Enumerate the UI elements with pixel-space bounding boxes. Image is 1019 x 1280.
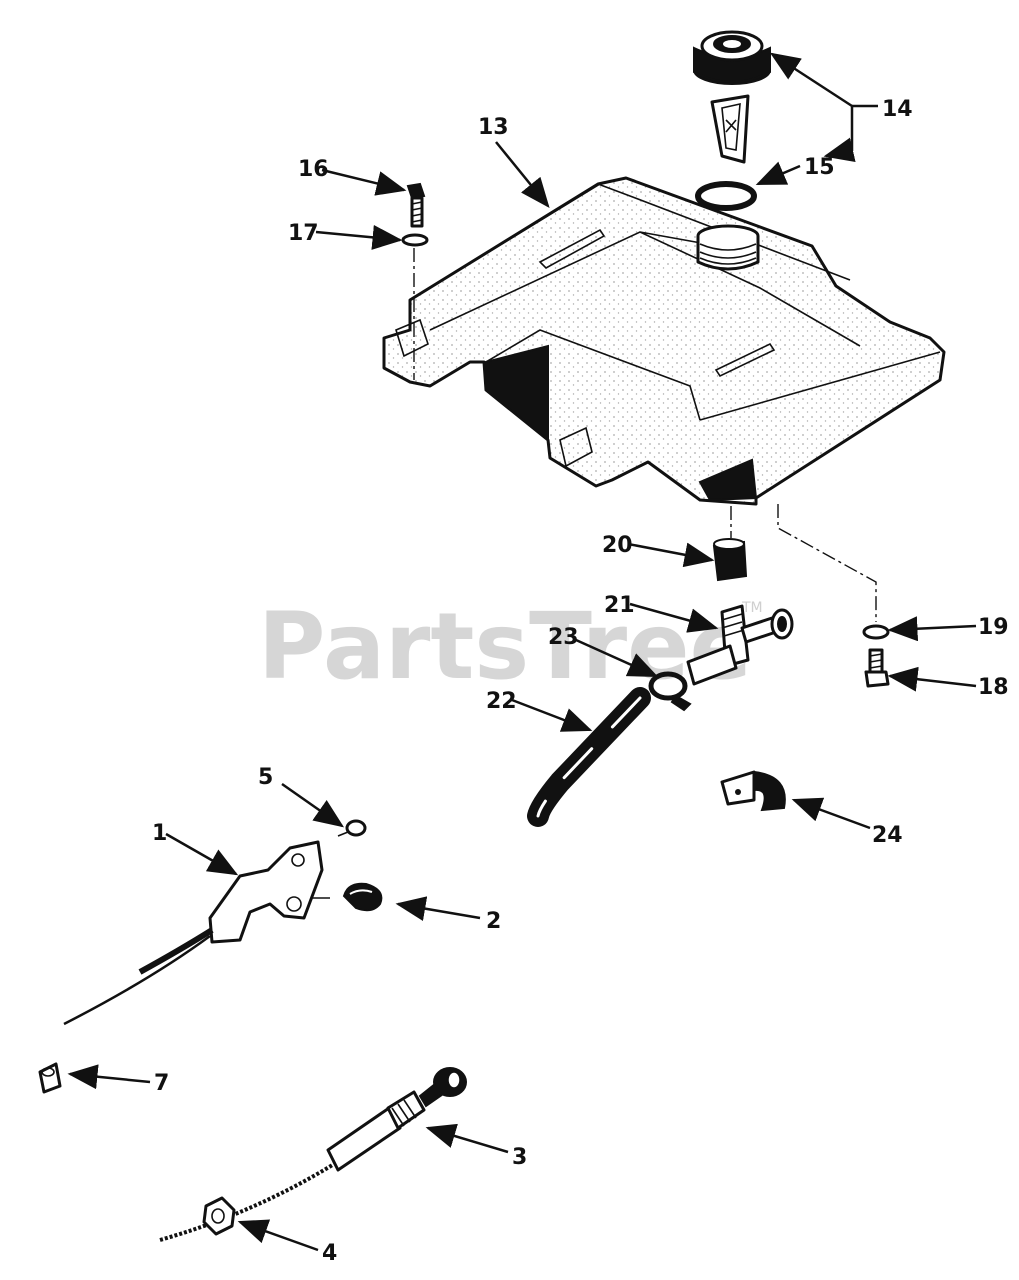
washer-19[interactable] [862, 624, 890, 640]
watermark-text: PartsTree [258, 593, 752, 700]
hose-clip[interactable] [720, 770, 786, 812]
bolt-16[interactable] [406, 182, 426, 228]
choke-cable[interactable] [159, 1067, 467, 1242]
fuel-tank[interactable] [382, 176, 946, 506]
cap-gasket[interactable] [695, 181, 757, 211]
callout-2: 2 [486, 909, 501, 934]
mount-line-right [777, 504, 877, 622]
callout-1: 1 [152, 821, 167, 846]
callout-14: 14 [882, 97, 913, 122]
callout-7: 7 [154, 1071, 169, 1096]
callout-23: 23 [548, 625, 579, 650]
cable-clip[interactable] [342, 882, 383, 912]
tank-bushing[interactable] [712, 538, 748, 582]
callout-20: 20 [602, 533, 633, 558]
cable-bracket[interactable] [63, 840, 330, 1026]
fuel-hose-highlight [536, 696, 642, 818]
fuel-cap-gauge[interactable] [693, 30, 771, 164]
callout-15: 15 [804, 155, 835, 180]
callout-24: 24 [872, 823, 903, 848]
cable-nut[interactable] [202, 1196, 236, 1236]
leader-lines [67, 52, 977, 1252]
callout-16: 16 [298, 157, 329, 182]
screw-5[interactable] [337, 819, 367, 837]
callout-22: 22 [486, 689, 517, 714]
callout-19: 19 [978, 615, 1009, 640]
shutoff-valve[interactable] [686, 604, 794, 686]
bolt-18[interactable] [864, 648, 890, 688]
watermark-tm: TM [741, 600, 763, 616]
callout-17: 17 [288, 221, 319, 246]
washer-17[interactable] [401, 233, 429, 247]
callout-3: 3 [512, 1145, 527, 1170]
callout-5: 5 [258, 765, 273, 790]
clip-7[interactable] [38, 1062, 62, 1094]
callout-13: 13 [478, 115, 509, 140]
watermark: PartsTree TM [258, 593, 763, 700]
callout-labels: 13 14 15 16 17 18 19 20 21 22 23 24 1 2 … [152, 97, 1009, 1266]
callout-18: 18 [978, 675, 1009, 700]
hose-clamp[interactable] [648, 671, 692, 712]
callout-21: 21 [604, 593, 635, 618]
callout-4: 4 [322, 1241, 337, 1266]
